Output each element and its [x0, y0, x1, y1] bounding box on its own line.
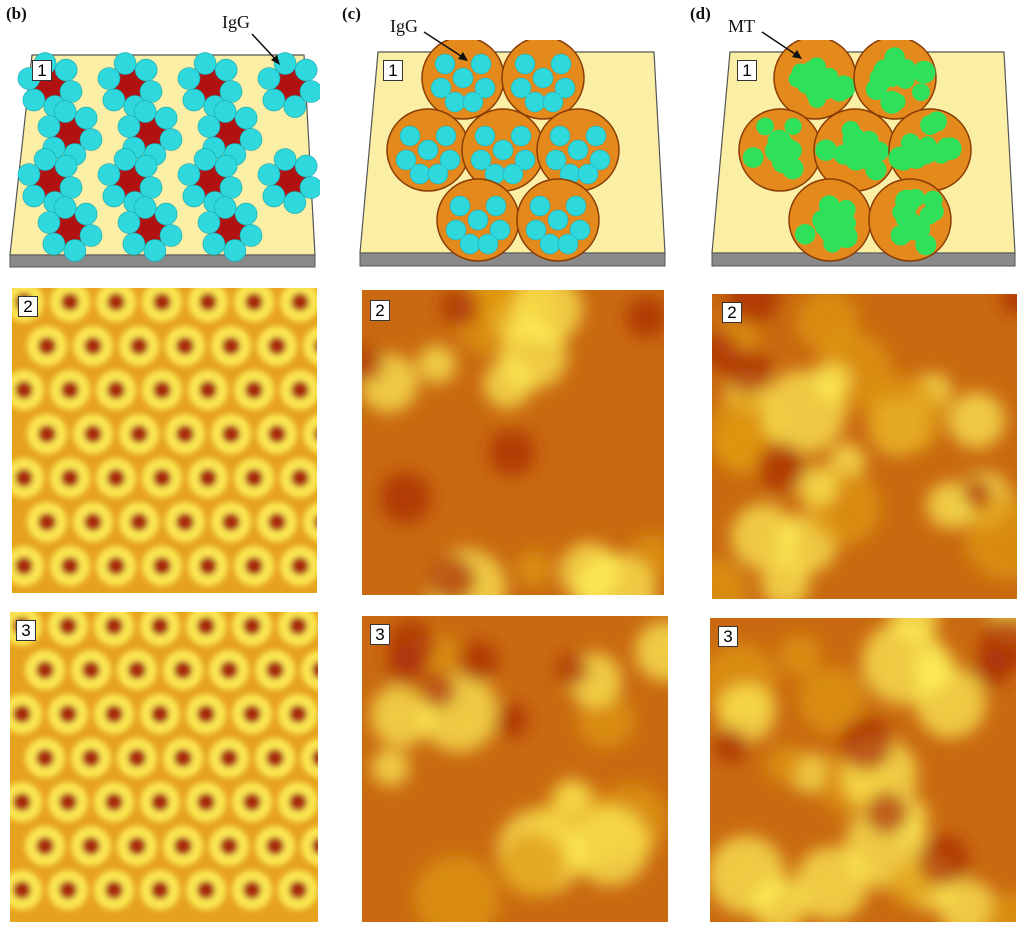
row-tag-2-b: 2 — [18, 296, 38, 317]
afm-image-c3 — [362, 616, 668, 922]
callout-arrow-c — [423, 31, 468, 61]
schematic-d — [710, 36, 1022, 270]
panel-label-d: (d) — [690, 4, 711, 23]
callout-igg-b: IgG — [222, 12, 250, 32]
row-tag-3-b: 3 — [16, 620, 36, 641]
row-tag-1-b: 1 — [32, 60, 52, 81]
afm-image-c2 — [362, 290, 664, 595]
row-tag-2-c: 2 — [370, 300, 390, 321]
callout-igg-c: IgG — [390, 16, 418, 36]
afm-image-d3 — [710, 618, 1016, 922]
row-tag-1-c: 1 — [383, 60, 403, 81]
row-tag-3-c: 3 — [370, 624, 390, 645]
igg-molecules-b — [17, 52, 323, 262]
afm-image-b2 — [12, 288, 317, 593]
panel-label-b: (b) — [6, 4, 27, 23]
panel-label-c: (c) — [342, 4, 361, 23]
afm-image-b3 — [10, 612, 318, 922]
callout-arrow-d — [761, 31, 802, 59]
row-tag-3-d: 3 — [718, 626, 738, 647]
bead-array-c — [386, 36, 620, 262]
callout-arrow-b — [251, 33, 280, 65]
row-tag-1-d: 1 — [737, 60, 757, 81]
row-tag-2-d: 2 — [722, 302, 742, 323]
schematic-c — [358, 36, 670, 270]
afm-image-d2 — [712, 294, 1017, 599]
schematic-b — [8, 40, 323, 270]
callout-mt-d: MT — [728, 16, 755, 36]
